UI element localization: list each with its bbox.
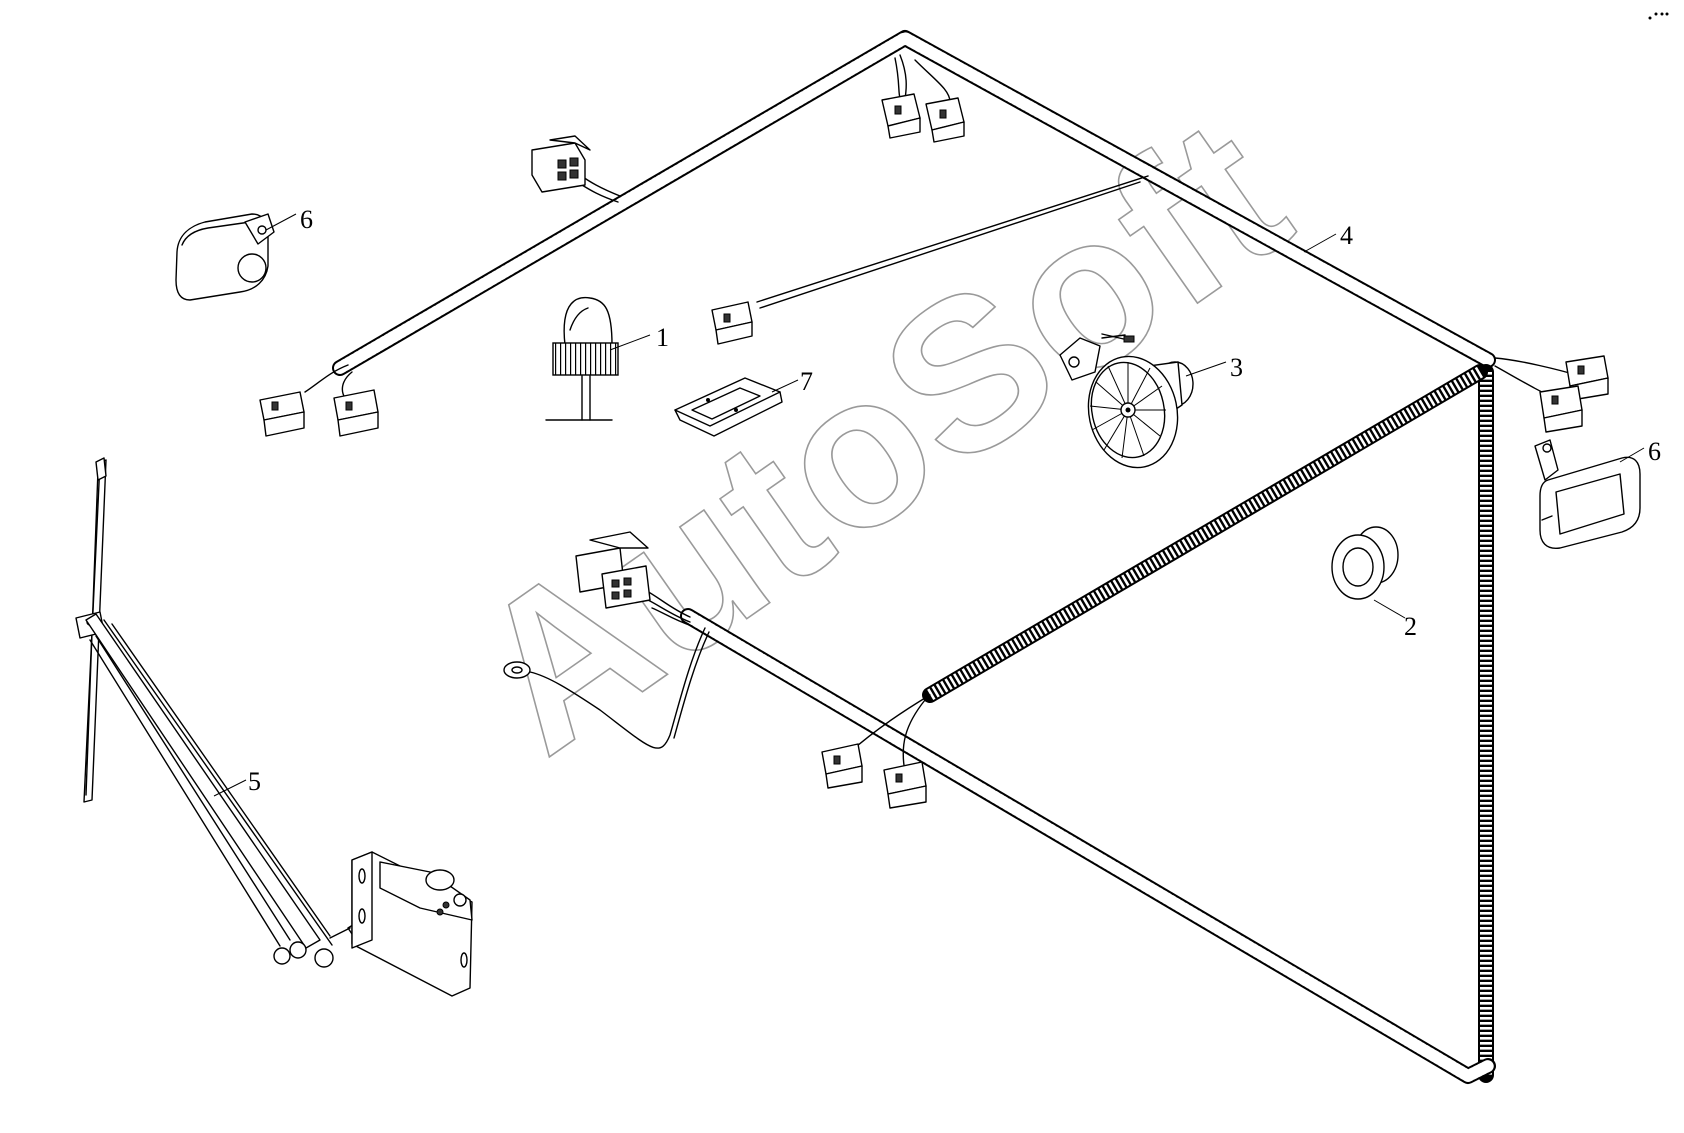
connector-block-top-left [531,135,591,193]
wiper-assembly [75,457,473,997]
wiring-harness [304,30,1581,1084]
beacon-lamp [545,296,619,421]
mounting-plate [674,377,783,437]
work-lamp-right [1534,439,1641,549]
ground-terminal [503,661,531,679]
connector-lower-b [883,761,927,809]
callout-4: 4 [1340,221,1353,250]
connector-top-a [881,93,921,139]
grommet [1331,526,1399,600]
connector-mid [711,301,753,345]
connector-right-b [1539,385,1583,433]
callouts: 1 2 3 4 5 6 6 7 [213,205,1661,797]
callout-6-left: 6 [300,205,313,234]
corner-mark [1648,12,1669,20]
callout-5: 5 [248,767,261,796]
work-lamp-left [175,213,275,301]
callout-1: 1 [656,323,669,352]
connector-left-a [259,391,305,437]
connector-left-b [333,389,379,437]
callout-3: 3 [1230,353,1243,382]
callout-2: 2 [1404,612,1417,641]
connector-block-front [575,531,651,609]
harness-connectors [259,93,1609,809]
callout-7: 7 [800,367,813,396]
connector-top-b [925,97,965,143]
cab-fan [1059,333,1194,469]
callout-6-right: 6 [1648,437,1661,466]
connector-lower-a [821,743,863,789]
